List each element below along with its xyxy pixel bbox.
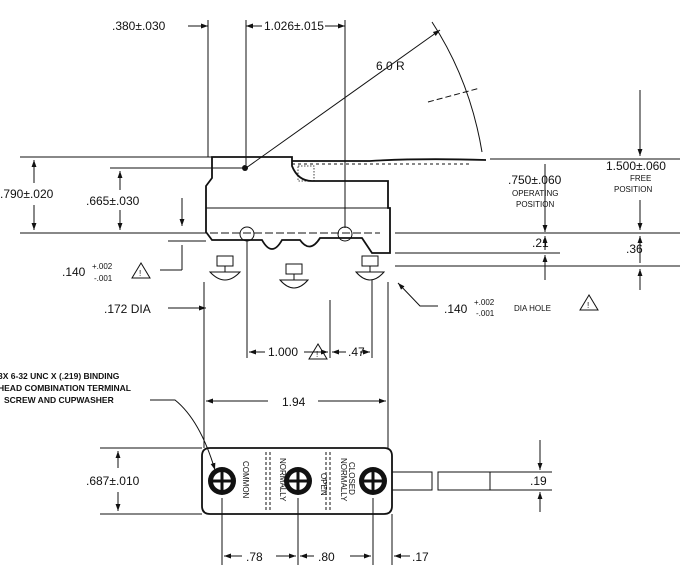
screw-common: [208, 467, 236, 495]
terminal-common-label: COMMON: [241, 461, 250, 499]
dim-free-pos-label1: FREE: [630, 174, 651, 183]
dim-172-dia: .172 DIA: [104, 302, 151, 316]
actuator-lever: [292, 158, 487, 162]
terminal-nc-label-1: NORMALLY: [339, 458, 348, 502]
warning-mark: !: [587, 301, 589, 310]
dim-dia-hole-main: .140: [444, 302, 468, 316]
terminal-screw-side: [208, 255, 386, 289]
dim-mount-hole-tol-minus: -.001: [94, 274, 113, 283]
dim-mount-hole: .140 +.002 -.001 !: [62, 262, 151, 283]
side-view: [20, 20, 680, 358]
note-line-1: 3X 6-32 UNC X (.219) BINDING: [0, 371, 120, 381]
warning-mark: !: [139, 269, 141, 278]
dim-op-pos-label2: POSITION: [516, 200, 554, 209]
dim-right-36: .36: [626, 242, 643, 256]
switch-housing: [205, 156, 391, 254]
dim-mount-hole-tol-plus: +.002: [92, 262, 113, 271]
screw-normally-open: [284, 467, 312, 495]
dim-free-pos-value: 1.500±.060: [606, 159, 666, 173]
dimension-labels: .380±.030 1.026±.015 6.0 R .790±.020 .66…: [0, 19, 666, 564]
dim-dia-hole-tol-minus: -.001: [476, 309, 495, 318]
dim-width-194: 1.94: [282, 395, 306, 409]
dim-op-pos-value: .750±.060: [508, 173, 562, 187]
warning-triangle-icon: [308, 343, 328, 360]
dim-mount-hole-main: .140: [62, 265, 86, 279]
warning-triangle-icon: [579, 294, 599, 311]
dim-base-height: .687±.010: [86, 474, 140, 488]
terminal-no-label-1: NORMALLY: [278, 458, 287, 502]
terminal-labels: COMMON NORMALLY OPEN NORMALLY CLOSED: [241, 458, 356, 502]
dim-radius: 6.0 R: [376, 59, 405, 73]
dim-right-21: .21: [532, 236, 549, 250]
terminal-no-label-2: OPEN: [319, 473, 328, 496]
dim-bottom-78: .78: [246, 550, 263, 564]
dim-op-pos-label1: OPERATING: [512, 189, 559, 198]
note-line-3: SCREW AND CUPWASHER: [4, 395, 114, 405]
dim-bottom-80: .80: [318, 550, 335, 564]
dim-spacing-1000: 1.000: [268, 345, 298, 359]
dim-left-height: .790±.020: [0, 187, 54, 201]
dim-lever-19: .19: [530, 474, 547, 488]
dim-dia-hole: .140 +.002 -.001 DIA HOLE !: [444, 294, 599, 318]
bottom-view: [100, 282, 552, 565]
warning-mark: !: [316, 350, 318, 359]
dim-dia-hole-tol-plus: +.002: [474, 298, 495, 307]
dim-top-left: .380±.030: [112, 19, 166, 33]
screw-note: 3X 6-32 UNC X (.219) BINDING HEAD COMBIN…: [0, 371, 131, 405]
note-line-2: HEAD COMBINATION TERMINAL: [0, 383, 131, 393]
dim-dia-hole-suffix: DIA HOLE: [514, 304, 551, 313]
dim-top-right: 1.026±.015: [264, 19, 324, 33]
dim-spacing-47: .47: [348, 345, 365, 359]
dim-free-pos-label2: POSITION: [614, 185, 652, 194]
dim-pivot-height: .665±.030: [86, 194, 140, 208]
warning-triangle-icon: [131, 262, 151, 279]
dim-bottom-17: .17: [412, 550, 429, 564]
screw-normally-closed: [359, 467, 387, 495]
terminal-nc-label-2: CLOSED: [347, 462, 356, 495]
